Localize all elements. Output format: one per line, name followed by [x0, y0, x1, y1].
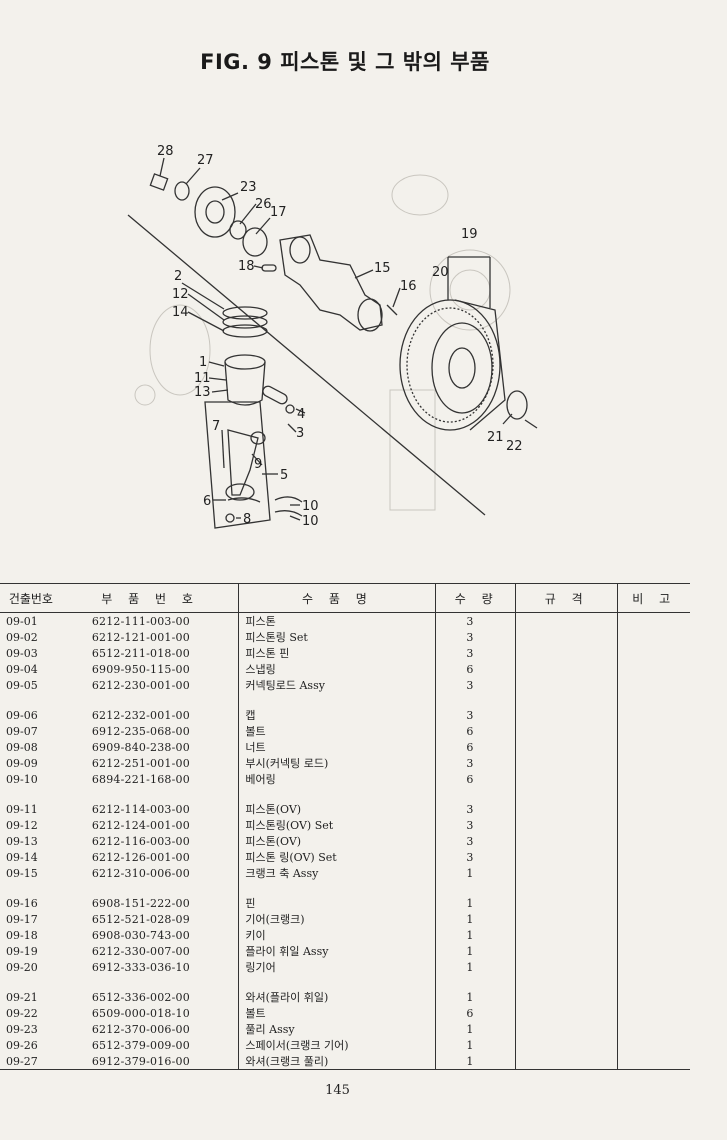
- callout-label: 4: [297, 407, 305, 422]
- callout-label: 23: [240, 180, 257, 195]
- callout-label: 14: [172, 305, 189, 320]
- exploded-parts-diagram: 28 27 23 26 17 19 20 18 15 16 2 12 14 1 …: [127, 144, 538, 529]
- callout-label: 7: [212, 419, 220, 434]
- callout-label: 22: [506, 439, 523, 454]
- callout-label: 5: [280, 468, 288, 483]
- col-header-part-no: 부 품 번 호: [61, 583, 239, 613]
- table-spacer-row: [0, 975, 690, 989]
- table-spacer-row: [0, 881, 690, 895]
- col-header-note: 비 고: [617, 583, 690, 613]
- callout-label: 16: [400, 279, 417, 294]
- callout-label: 10: [302, 514, 319, 529]
- col-header-spec: 규 격: [515, 583, 618, 613]
- callout-label: 27: [197, 153, 214, 168]
- table-spacer-row: [0, 787, 690, 801]
- callout-label: 2: [174, 269, 182, 284]
- table-spacer-row: [0, 693, 690, 707]
- col-header-no: 건출번호: [0, 583, 62, 613]
- callout-label: 6: [203, 494, 211, 509]
- callout-label: 8: [243, 512, 251, 527]
- callout-labels: 28 27 23 26 17 19 20 18 15 16 2 12 14 1 …: [157, 144, 523, 529]
- col-header-name: 수 품 명: [238, 583, 436, 613]
- page-title: FIG. 9 피스톤 및 그 밖의 부품: [200, 50, 490, 74]
- table-header-row: 건출번호 부 품 번 호 수 품 명 수 량 규 격 비 고: [0, 583, 690, 613]
- callout-label: 1: [199, 355, 207, 370]
- callout-label: 26: [255, 197, 272, 212]
- col-header-qty: 수 량: [435, 583, 516, 613]
- callout-label: 19: [461, 227, 478, 242]
- callout-label: 13: [194, 385, 211, 400]
- callout-label: 12: [172, 287, 189, 302]
- callout-label: 28: [157, 144, 174, 159]
- callout-label: 15: [374, 261, 391, 276]
- callout-label: 21: [487, 430, 504, 445]
- page-number: 145: [325, 1083, 350, 1098]
- callout-label: 18: [238, 259, 255, 274]
- callout-label: 20: [432, 265, 449, 280]
- callout-label: 9: [254, 457, 262, 472]
- callout-label: 17: [270, 205, 287, 220]
- callout-label: 3: [296, 426, 304, 441]
- callout-label: 10: [302, 499, 319, 514]
- callout-label: 11: [194, 371, 211, 386]
